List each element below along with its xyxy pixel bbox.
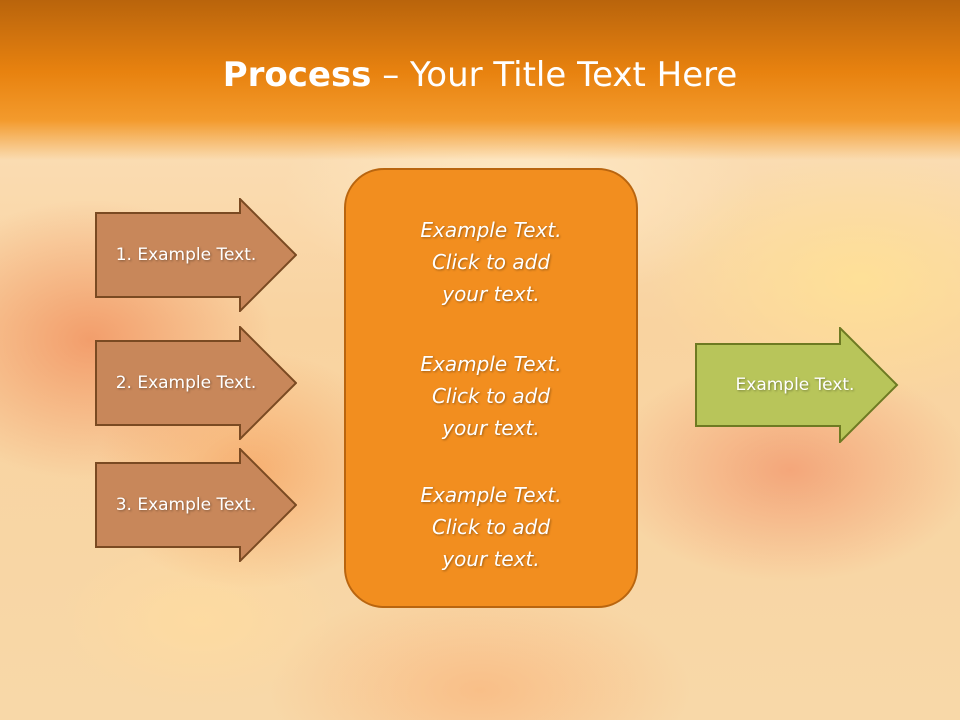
process-box[interactable]: Example Text. Click to add your text. Ex… — [344, 168, 638, 608]
step-arrow-1[interactable]: 1. Example Text. — [95, 198, 297, 312]
item-line: your text. — [442, 282, 540, 306]
title-rest: – Your Title Text Here — [371, 55, 738, 95]
arrow-shape — [95, 198, 297, 312]
process-box-item-2[interactable]: Example Text. Click to add your text. — [346, 348, 636, 444]
result-arrow[interactable]: Example Text. — [695, 327, 899, 443]
title-bar — [0, 0, 960, 160]
step-arrow-2[interactable]: 2. Example Text. — [95, 326, 297, 440]
slide-title[interactable]: Process – Your Title Text Here — [0, 52, 960, 98]
item-line: Example Text. — [420, 352, 562, 376]
item-line: your text. — [442, 416, 540, 440]
item-line: Example Text. — [420, 218, 562, 242]
step-arrow-3[interactable]: 3. Example Text. — [95, 448, 297, 562]
arrow-shape — [695, 327, 899, 443]
item-line: Click to add — [431, 384, 551, 408]
step-arrow-label: 3. Example Text. — [115, 495, 257, 515]
item-line: Click to add — [431, 250, 551, 274]
item-line: Click to add — [431, 515, 551, 539]
process-box-item-1[interactable]: Example Text. Click to add your text. — [346, 214, 636, 310]
title-bold: Process — [222, 55, 372, 95]
process-box-item-3[interactable]: Example Text. Click to add your text. — [346, 479, 636, 575]
step-arrow-label: 1. Example Text. — [115, 245, 257, 265]
item-line: your text. — [442, 547, 540, 571]
item-line: Example Text. — [420, 483, 562, 507]
arrow-shape — [95, 448, 297, 562]
arrow-shape — [95, 326, 297, 440]
result-arrow-label: Example Text. — [735, 375, 855, 395]
step-arrow-label: 2. Example Text. — [115, 373, 257, 393]
